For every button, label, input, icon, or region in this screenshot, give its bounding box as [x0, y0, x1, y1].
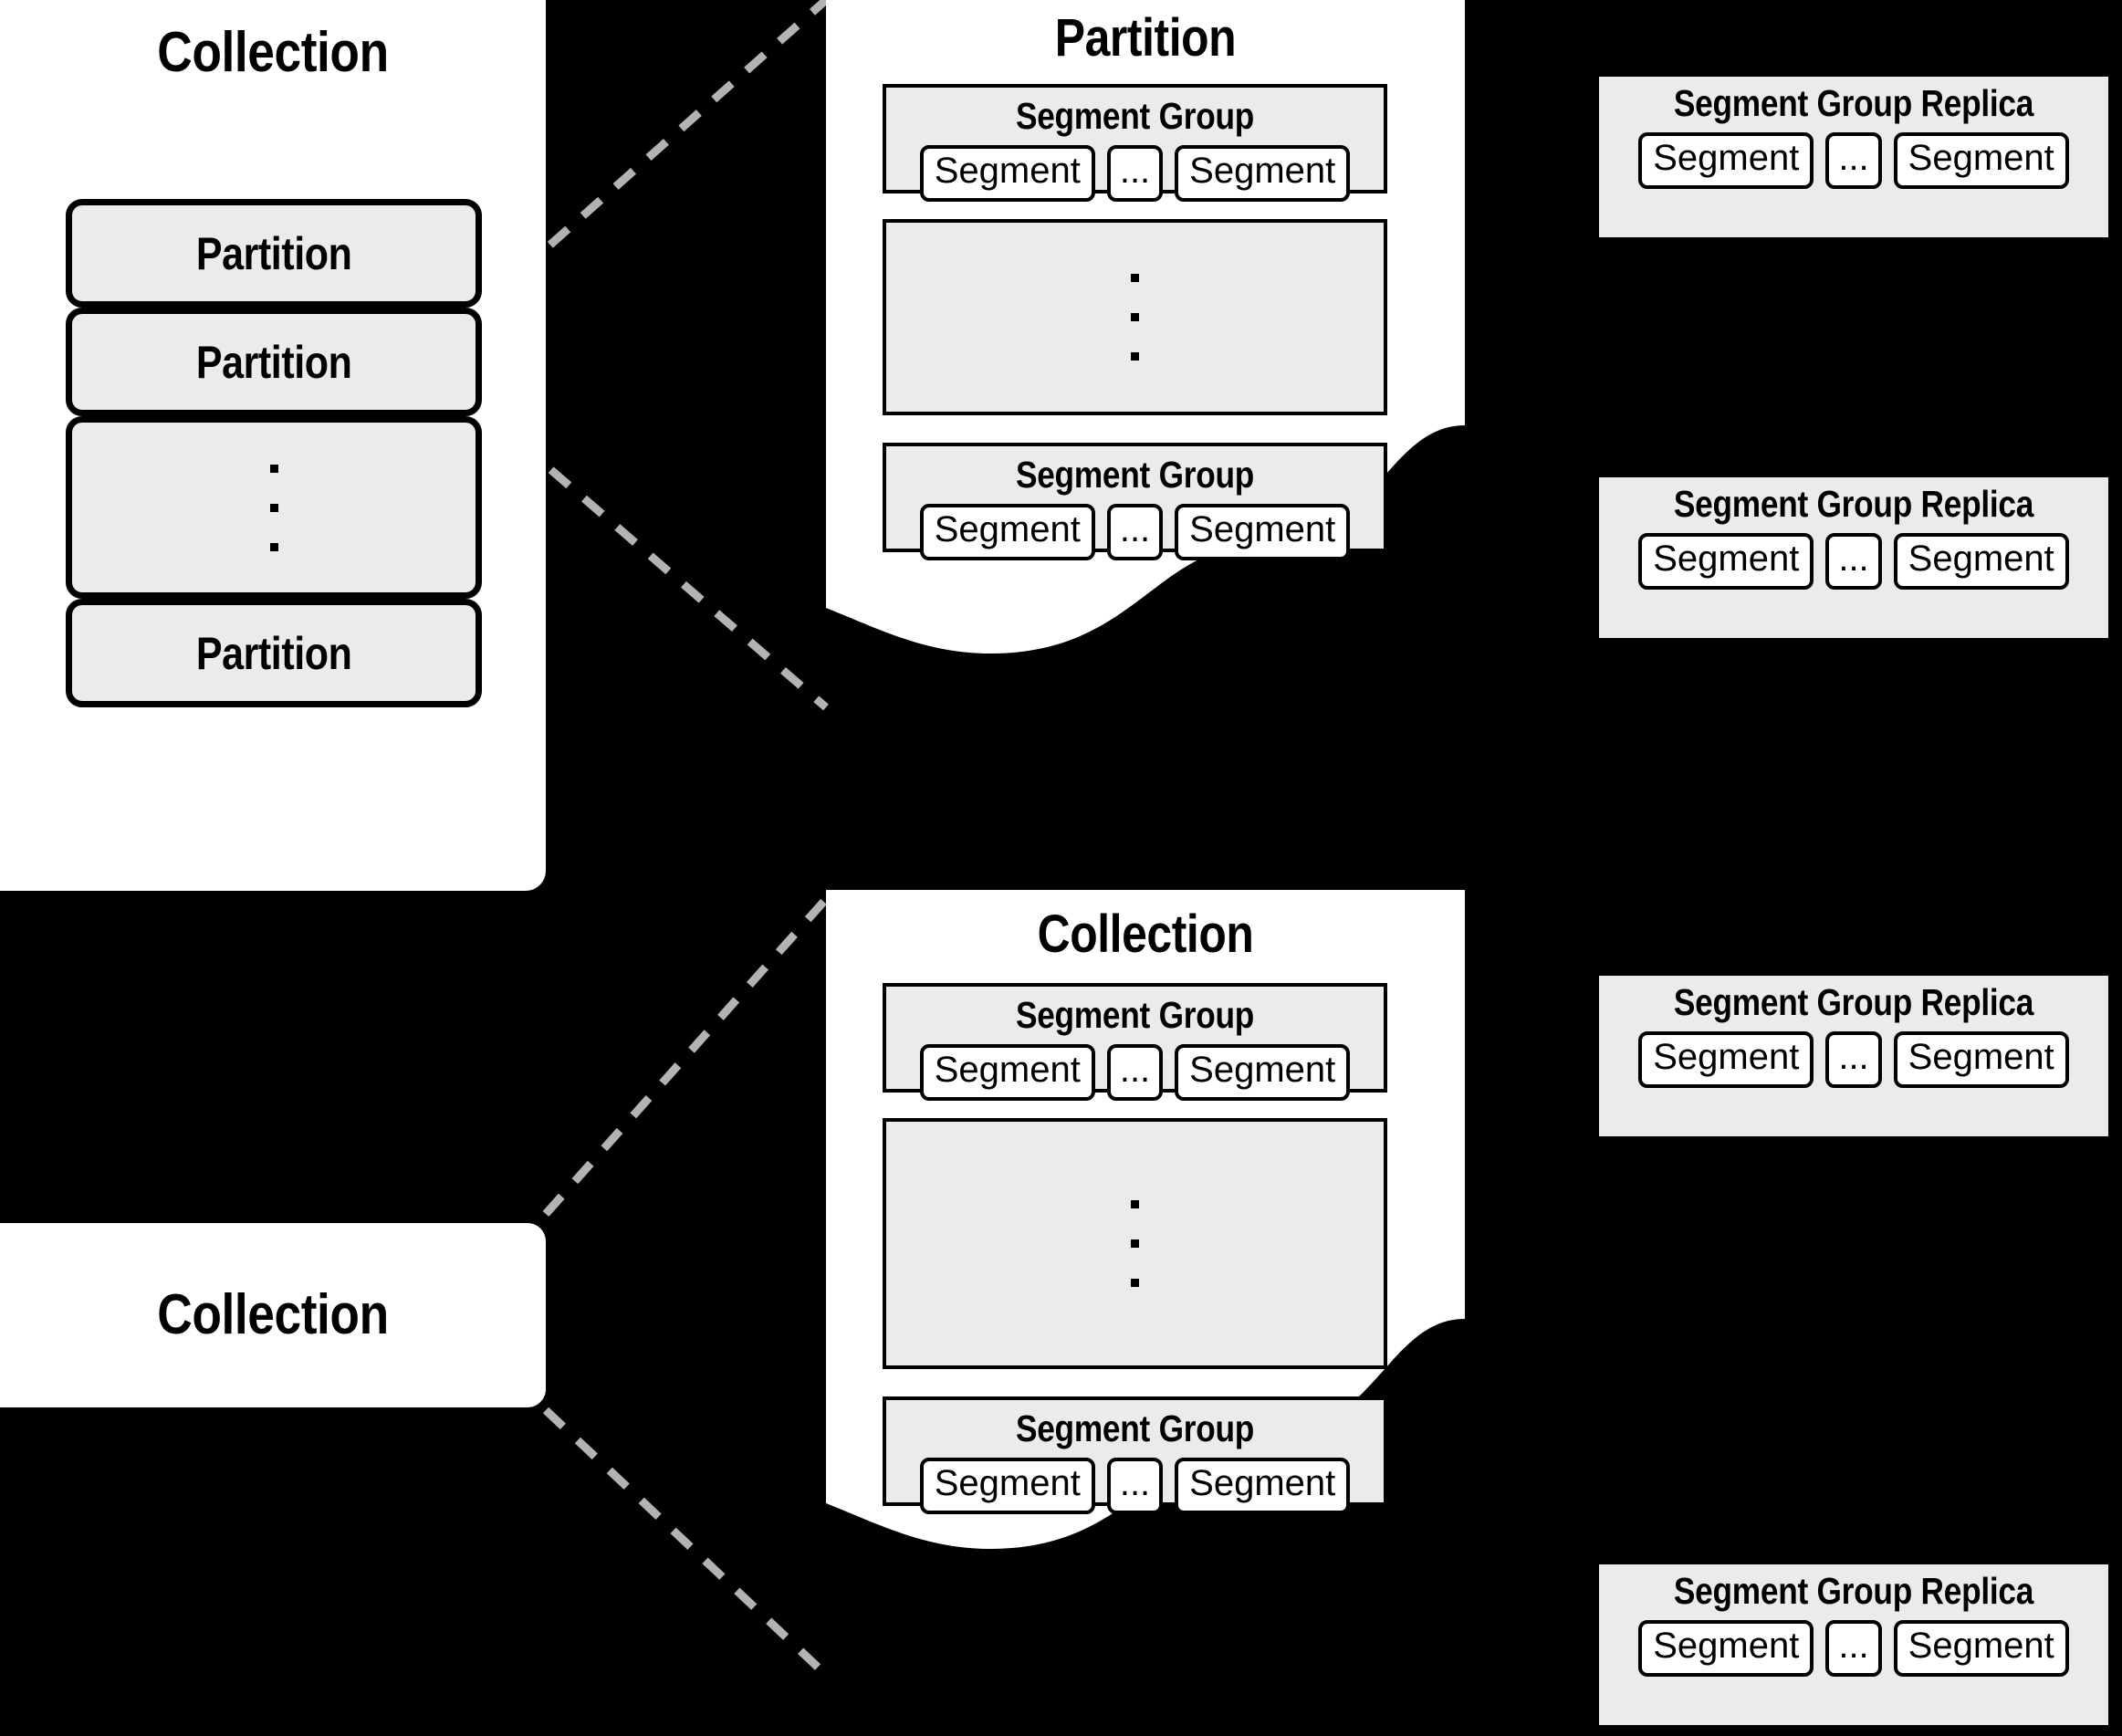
segment-ellipsis: ... — [1825, 1031, 1882, 1088]
segment-box[interactable]: Segment — [1638, 1620, 1814, 1677]
partition-item-2[interactable]: Partition — [66, 308, 482, 416]
partition-item-3[interactable]: Partition — [66, 599, 482, 707]
segment-group-replica-title: Segment Group Replica — [1673, 82, 2034, 124]
segment-box[interactable]: Segment — [1175, 145, 1351, 202]
segment-ellipsis: ... — [1825, 533, 1882, 590]
segment-ellipsis: ... — [1106, 1044, 1164, 1101]
segment-group-replica-1[interactable]: Segment Group Replica Segment ... Segmen… — [1599, 77, 2108, 237]
collection-box[interactable] — [0, 1223, 546, 1407]
segment-ellipsis: ... — [1106, 1458, 1164, 1514]
partition-item-label: Partition — [195, 227, 352, 279]
segment-row: Segment ... Segment — [886, 504, 1384, 560]
vertical-ellipsis-icon — [1131, 1200, 1139, 1287]
collection-detail-panel-title: Collection — [1037, 905, 1254, 964]
segment-group-title: Segment Group — [1015, 1407, 1255, 1449]
segment-row: Segment ... Segment — [1599, 1031, 2108, 1088]
segment-box[interactable]: Segment — [919, 504, 1095, 560]
segment-box[interactable]: Segment — [1893, 1031, 2069, 1088]
segment-row: Segment ... Segment — [886, 145, 1384, 202]
segment-group-2[interactable]: Segment Group Segment ... Segment — [883, 443, 1387, 560]
partition-item-ellipsis — [66, 416, 482, 599]
segment-box[interactable]: Segment — [1638, 132, 1814, 189]
partition-item-1[interactable]: Partition — [66, 199, 482, 308]
collection-box-title: Collection — [157, 1283, 389, 1346]
segment-box[interactable]: Segment — [919, 145, 1095, 202]
collection-segment-group-ellipsis — [883, 1118, 1387, 1369]
collection-panel-title: Collection — [157, 21, 389, 84]
segment-row: Segment ... Segment — [1599, 1620, 2108, 1677]
segment-group-ellipsis — [883, 219, 1387, 415]
segment-box[interactable]: Segment — [1175, 1044, 1351, 1101]
segment-box[interactable]: Segment — [919, 1458, 1095, 1514]
segment-box[interactable]: Segment — [1175, 1458, 1351, 1514]
segment-group-replica-title: Segment Group Replica — [1673, 1570, 2034, 1612]
segment-box[interactable]: Segment — [919, 1044, 1095, 1101]
partition-detail-panel-title: Partition — [1054, 8, 1237, 68]
segment-group-replica-2[interactable]: Segment Group Replica Segment ... Segmen… — [1599, 477, 2108, 638]
vertical-ellipsis-icon — [269, 464, 278, 551]
segment-row: Segment ... Segment — [886, 1458, 1384, 1514]
partition-item-label: Partition — [195, 627, 352, 679]
segment-group-replica-4[interactable]: Segment Group Replica Segment ... Segmen… — [1599, 1564, 2108, 1725]
partition-item-label: Partition — [195, 336, 352, 388]
segment-box[interactable]: Segment — [1893, 533, 2069, 590]
segment-group-title: Segment Group — [1015, 95, 1255, 137]
segment-group-title: Segment Group — [1015, 994, 1255, 1036]
segment-ellipsis: ... — [1825, 132, 1882, 189]
segment-box[interactable]: Segment — [1638, 1031, 1814, 1088]
segment-ellipsis: ... — [1106, 504, 1164, 560]
segment-ellipsis: ... — [1825, 1620, 1882, 1677]
segment-row: Segment ... Segment — [1599, 132, 2108, 189]
segment-row: Segment ... Segment — [1599, 533, 2108, 590]
segment-group-1[interactable]: Segment Group Segment ... Segment — [883, 84, 1387, 202]
segment-row: Segment ... Segment — [886, 1044, 1384, 1101]
segment-group-replica-title: Segment Group Replica — [1673, 483, 2034, 525]
segment-group-replica-title: Segment Group Replica — [1673, 981, 2034, 1023]
segment-box[interactable]: Segment — [1175, 504, 1351, 560]
collection-segment-group-2[interactable]: Segment Group Segment ... Segment — [883, 1396, 1387, 1514]
collection-segment-group-1[interactable]: Segment Group Segment ... Segment — [883, 983, 1387, 1101]
vertical-ellipsis-icon — [1131, 274, 1139, 361]
segment-box[interactable]: Segment — [1893, 1620, 2069, 1677]
segment-ellipsis: ... — [1106, 145, 1164, 202]
segment-group-title: Segment Group — [1015, 454, 1255, 496]
segment-box[interactable]: Segment — [1638, 533, 1814, 590]
segment-box[interactable]: Segment — [1893, 132, 2069, 189]
segment-group-replica-3[interactable]: Segment Group Replica Segment ... Segmen… — [1599, 976, 2108, 1136]
